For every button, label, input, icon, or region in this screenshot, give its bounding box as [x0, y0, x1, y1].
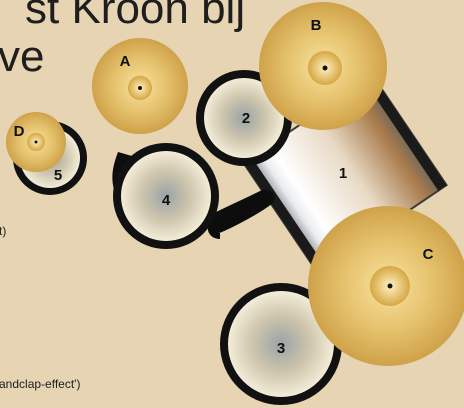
page-title-line-2: ve — [0, 32, 45, 81]
snare-drum-4-label: 4 — [162, 192, 171, 209]
floor-tom-3 — [220, 283, 342, 405]
bass-drum-hoop-right — [364, 75, 447, 191]
cymbal-b — [259, 2, 387, 130]
cymbal-c — [308, 206, 464, 366]
legend-text-fragment-1: t) — [0, 224, 7, 238]
cymbal-d-center — [34, 140, 38, 144]
snare-drum-4 — [113, 143, 219, 249]
cymbal-a — [92, 38, 188, 134]
cymbal-a-label: A — [120, 53, 131, 70]
page-title-line-1: st Kroon bij — [25, 0, 246, 33]
floor-tom-3-head — [228, 291, 334, 397]
floor-tom-3-label: 3 — [277, 340, 285, 357]
cymbal-b-label: B — [311, 17, 322, 34]
cymbal-a-center — [138, 86, 142, 90]
cymbal-d — [6, 112, 66, 172]
snare-drum-4-head — [121, 151, 211, 241]
cymbal-c-label: C — [423, 246, 434, 263]
bass-drum-hoop-left — [243, 157, 326, 273]
tom-2-label: 2 — [242, 110, 250, 127]
cymbal-c-center — [387, 283, 393, 289]
cymbal-b-center — [322, 65, 328, 71]
tom-2-head — [204, 78, 284, 158]
cymbal-d-label: D — [14, 123, 25, 140]
bass-drum-label: 1 — [339, 165, 347, 182]
legend-text-fragment-2: andclap-effect') — [0, 377, 81, 391]
tom-5-label: 5 — [54, 167, 62, 184]
bass-pedal — [208, 189, 275, 234]
